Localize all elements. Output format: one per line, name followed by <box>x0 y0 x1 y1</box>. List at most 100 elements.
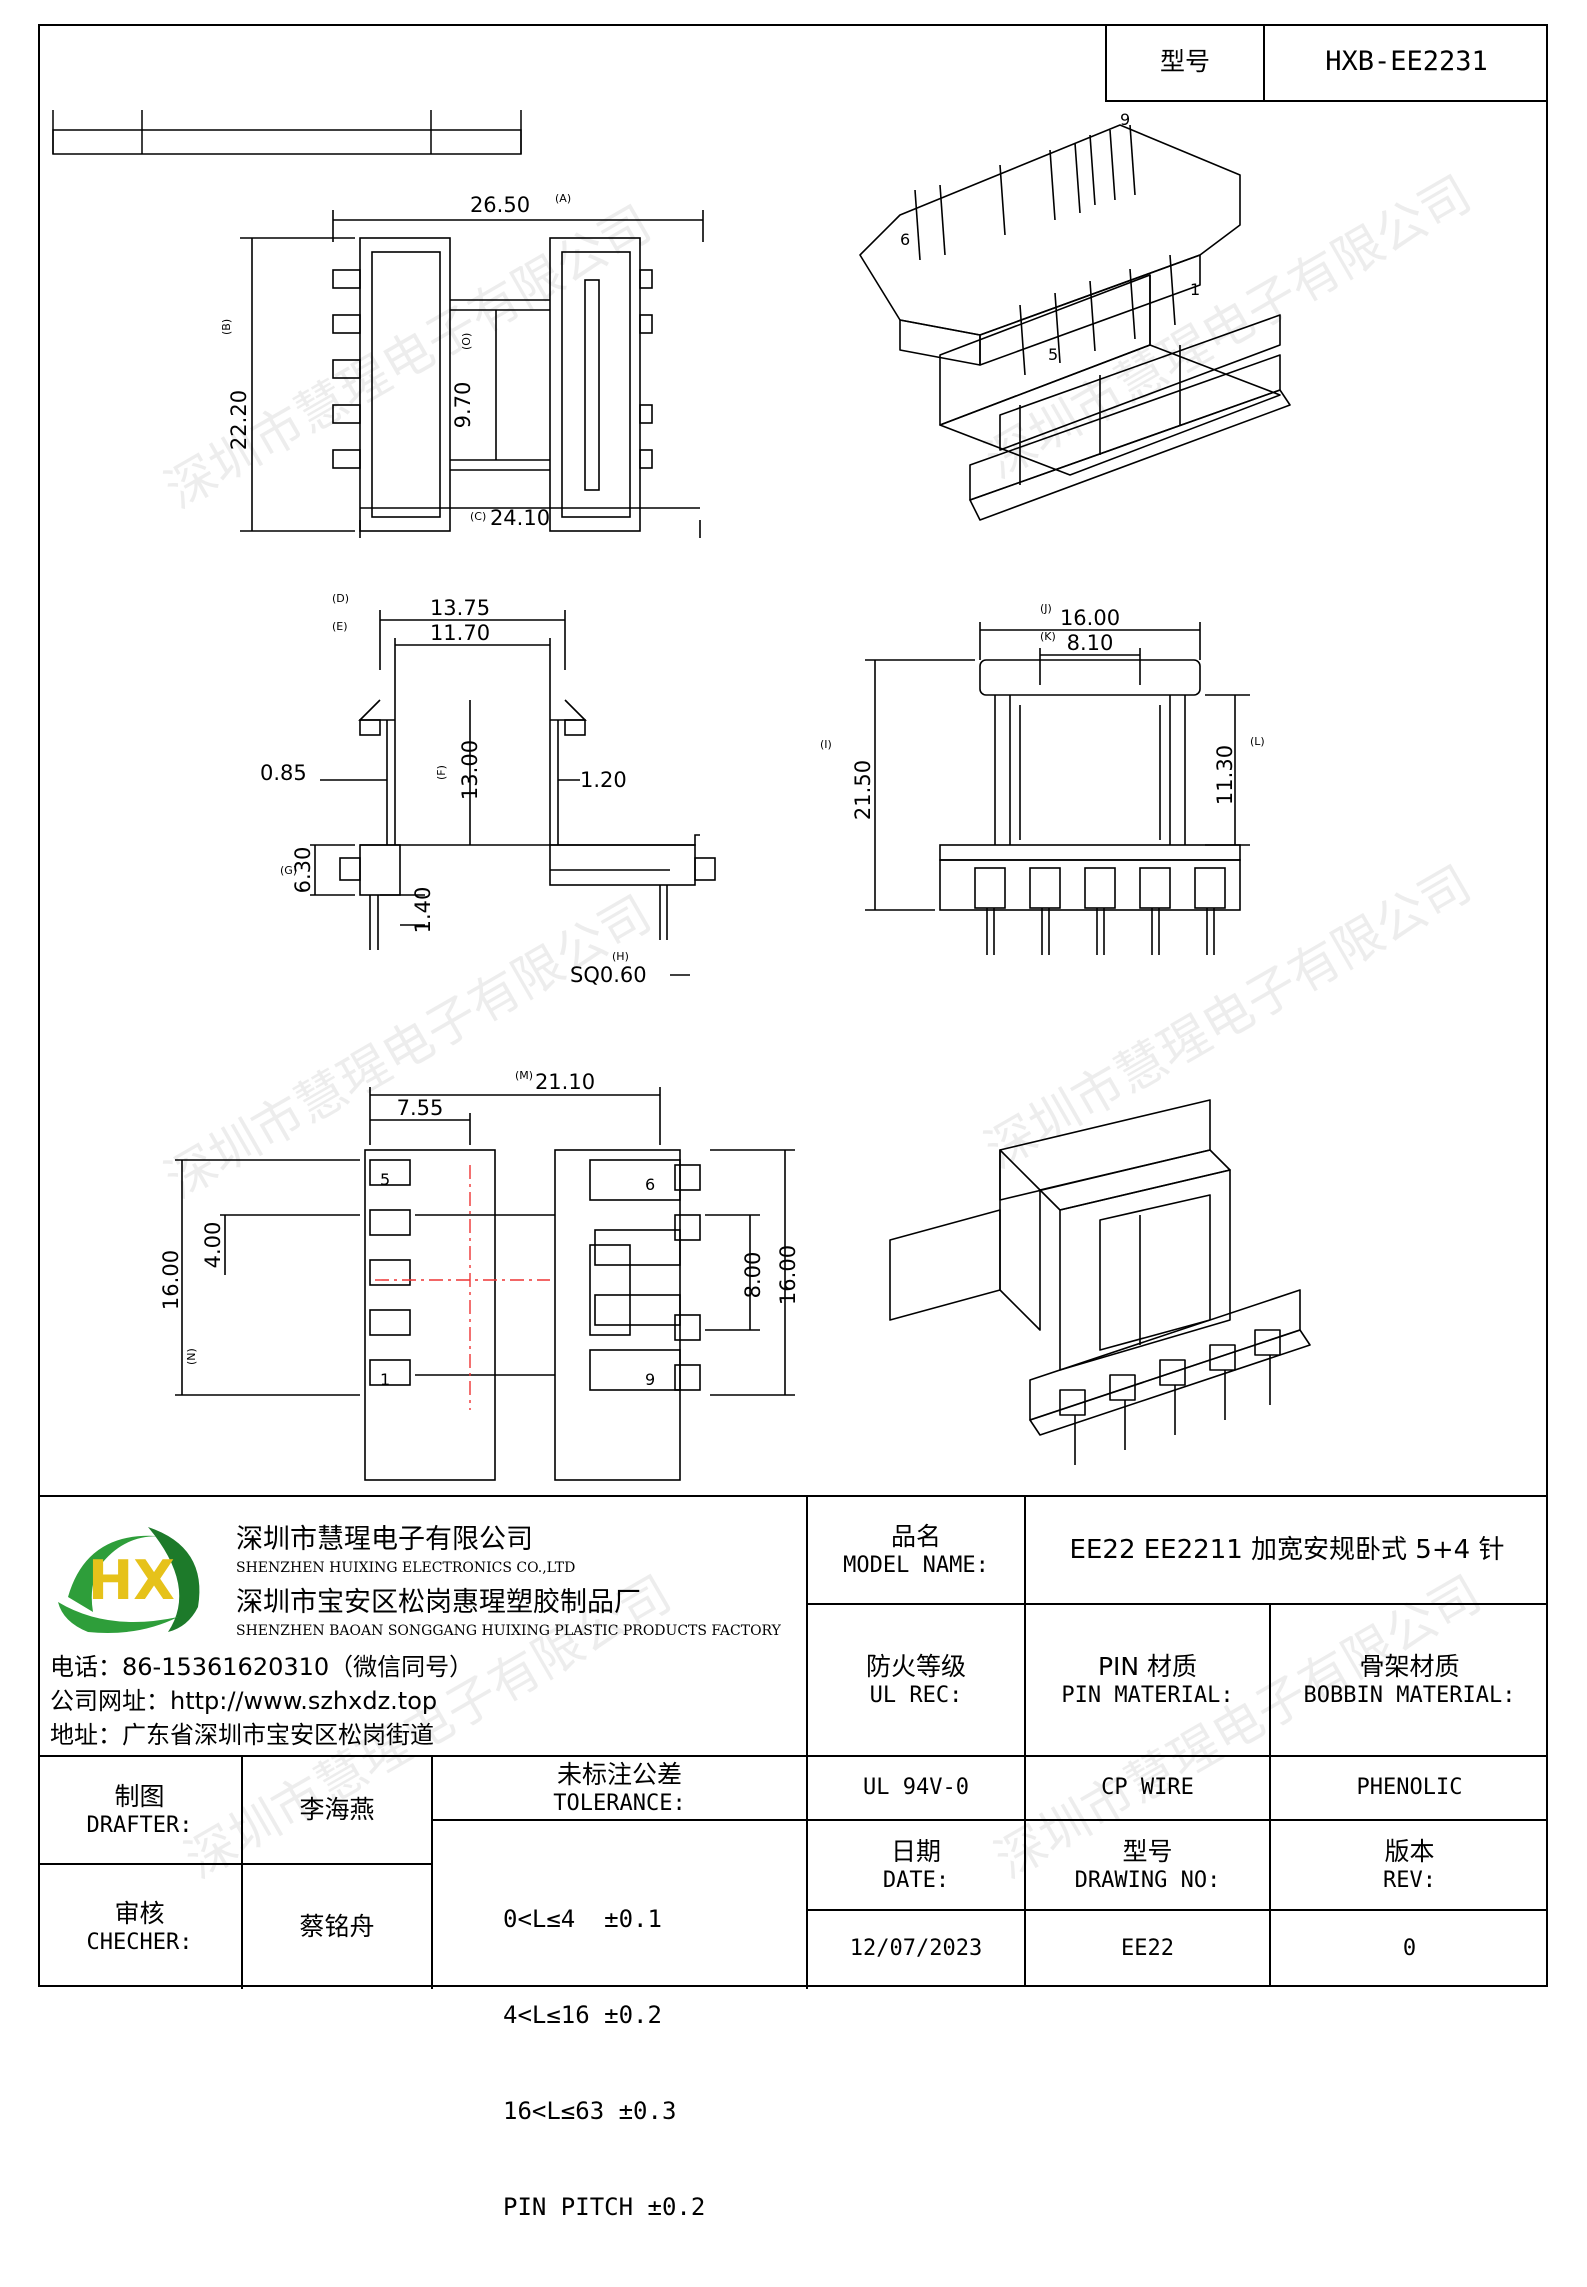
ul-label-cn: 防火等级 <box>865 1651 966 1681</box>
date-label-en: DATE: <box>882 1867 950 1893</box>
dim-w1: 0.85 <box>260 761 307 785</box>
dim-j: 16.00 <box>1060 606 1120 630</box>
dim-c-tag: (C) <box>470 510 486 523</box>
tolerance-lines: 0<L≤4 ±0.1 4<L≤16 ±0.2 16<L≤63 ±0.3 PIN … <box>433 1821 808 2221</box>
dim-p: 1.40 <box>411 887 435 934</box>
drawing-no-label-cn: 型号 <box>1122 1836 1173 1866</box>
pin-label-bottom-5: 5 <box>380 1170 390 1189</box>
pin-material-label-cn: PIN 材质 <box>1097 1651 1198 1681</box>
dim-e: 11.70 <box>430 621 490 645</box>
dim-d-tag: (D) <box>332 592 349 605</box>
ul-value: UL 94V-0 <box>808 1757 1026 1821</box>
dim-n-tag: (N) <box>185 1348 198 1365</box>
model-name-label-en: MODEL NAME: <box>843 1552 989 1578</box>
dim-m-tag: (M) <box>515 1069 533 1082</box>
tolerance-line-4: PIN PITCH ±0.2 <box>503 2193 706 2221</box>
tolerance-label-en: TOLERANCE: <box>553 1790 686 1816</box>
dim-j-tag: (J) <box>1040 602 1052 615</box>
date-label-cn: 日期 <box>890 1836 941 1866</box>
checker-label: 审核 CHECHER: <box>38 1865 243 1989</box>
dim-l-tag: (L) <box>1250 735 1265 748</box>
dim-h-tag: (H) <box>612 950 629 963</box>
bobbin-material-label-cn: 骨架材质 <box>1359 1651 1460 1681</box>
date-value: 12/07/2023 <box>808 1911 1026 1987</box>
dim-n: 16.00 <box>159 1250 183 1310</box>
dim-i-tag: (I) <box>820 738 832 751</box>
dim-i: 21.50 <box>851 760 875 820</box>
title-divider-1 <box>38 1755 1548 1757</box>
dim-f: 13.00 <box>458 740 482 800</box>
bobbin-material-label: 骨架材质 BOBBIN MATERIAL: <box>1271 1605 1548 1755</box>
company-logo: HX <box>58 1527 200 1633</box>
ul-label: 防火等级 UL REC: <box>808 1605 1026 1755</box>
dim-s: 7.55 <box>397 1096 444 1120</box>
drawing-no-value: EE22 <box>1026 1911 1271 1987</box>
drawing-no-label: 型号 DRAWING NO: <box>1026 1821 1271 1911</box>
company-address: 地址：广东省深圳市宝安区松岗街道 <box>50 1721 434 1749</box>
pin-material-label-en: PIN MATERIAL: <box>1061 1682 1234 1708</box>
tolerance-line-3: 16<L≤63 ±0.3 <box>503 2097 677 2125</box>
dim-k-tag: (K) <box>1040 630 1056 643</box>
dim-h: SQ0.60 <box>570 963 647 987</box>
rev-label-cn: 版本 <box>1384 1836 1435 1866</box>
pin-label-bottom-9: 9 <box>645 1370 655 1389</box>
rev-label: 版本 REV: <box>1271 1821 1548 1911</box>
company-website: 公司网址：http://www.szhxdz.top <box>50 1687 438 1715</box>
dim-e-tag: (E) <box>332 620 348 633</box>
dim-g-tag: (G) <box>280 864 297 877</box>
dim-b: 22.20 <box>227 390 251 450</box>
pin-material-label: PIN 材质 PIN MATERIAL: <box>1026 1605 1271 1755</box>
dim-w2: 1.20 <box>580 768 627 792</box>
ul-label-en: UL REC: <box>869 1682 963 1708</box>
isometric-view-bottom <box>889 1099 1311 1465</box>
drawing-frame <box>38 24 1548 1987</box>
bottom-view-drawing: 21.10 (M) 7.55 16.00 (N) 4.00 8.00 16.00… <box>159 1069 800 1481</box>
drafter-label: 制图 DRAFTER: <box>38 1757 243 1865</box>
rev-label-en: REV: <box>1383 1867 1436 1893</box>
checker-label-cn: 审核 <box>114 1898 165 1928</box>
logo-text: HX <box>88 1549 175 1612</box>
checker-label-en: CHECHER: <box>86 1929 193 1955</box>
dim-r: 8.00 <box>741 1252 765 1299</box>
checker-value: 蔡铭舟 <box>243 1865 433 1989</box>
dim-d: 13.75 <box>430 596 490 620</box>
model-name-value: EE22 EE2211 加宽安规卧式 5+4 针 <box>1026 1497 1548 1605</box>
dim-a: 26.50 <box>470 193 530 217</box>
dim-c: 24.10 <box>490 506 550 530</box>
date-label: 日期 DATE: <box>808 1821 1026 1911</box>
bobbin-material-value: PHENOLIC <box>1271 1757 1548 1821</box>
drawing-no-label-en: DRAWING NO: <box>1074 1867 1221 1893</box>
model-name-label: 品名 MODEL NAME: <box>808 1497 1026 1605</box>
revision-strip <box>52 110 522 155</box>
header-model-label: 型号 <box>1107 24 1265 100</box>
pin-label-6: 6 <box>900 230 910 249</box>
pin-label-9: 9 <box>1120 110 1130 129</box>
dim-q: 4.00 <box>201 1222 225 1269</box>
dim-k: 8.10 <box>1067 631 1114 655</box>
dim-b-tag: (B) <box>220 319 233 335</box>
tolerance-label-cn: 未标注公差 <box>556 1759 682 1789</box>
drafter-value: 李海燕 <box>243 1757 433 1865</box>
drafter-label-cn: 制图 <box>114 1781 165 1811</box>
pin-label-bottom-1: 1 <box>380 1370 390 1389</box>
dim-l: 11.30 <box>1213 745 1237 805</box>
tolerance-label: 未标注公差 TOLERANCE: <box>433 1757 808 1821</box>
dim-f-tag: (F) <box>435 765 448 780</box>
dim-m: 21.10 <box>535 1070 595 1094</box>
pin-material-value: CP WIRE <box>1026 1757 1271 1821</box>
rev-value: 0 <box>1402 1936 1417 1962</box>
pin-label-5: 5 <box>1048 345 1058 364</box>
company-panel: HX 深圳市慧瑆电子有限公司 SHENZHEN HUIXING ELECTRON… <box>38 1497 808 1755</box>
bobbin-material-label-en: BOBBIN MATERIAL: <box>1303 1682 1516 1708</box>
dim-g: 6.30 <box>291 847 315 894</box>
pin-label-bottom-6: 6 <box>645 1175 655 1194</box>
dim-a-tag: (A) <box>555 192 571 205</box>
pin-label-1: 1 <box>1190 280 1200 299</box>
title-block: HX 深圳市慧瑆电子有限公司 SHENZHEN HUIXING ELECTRON… <box>38 1495 1548 2221</box>
company-name-cn: 深圳市慧瑆电子有限公司 <box>236 1524 533 1555</box>
side-view-drawing: 13.75 (D) 11.70 (E) 13.00 (F) 0.85 1.20 … <box>260 592 716 987</box>
header-model-box: 型号 HXB-EE2231 <box>1105 24 1548 102</box>
top-view-drawing: 26.50 (A) 24.10 (C) 22.20 (B) 9.70 (O) <box>220 192 704 538</box>
company-phone: 电话：86-15361620310（微信同号） <box>50 1653 474 1681</box>
dim-t: 16.00 <box>776 1245 800 1305</box>
